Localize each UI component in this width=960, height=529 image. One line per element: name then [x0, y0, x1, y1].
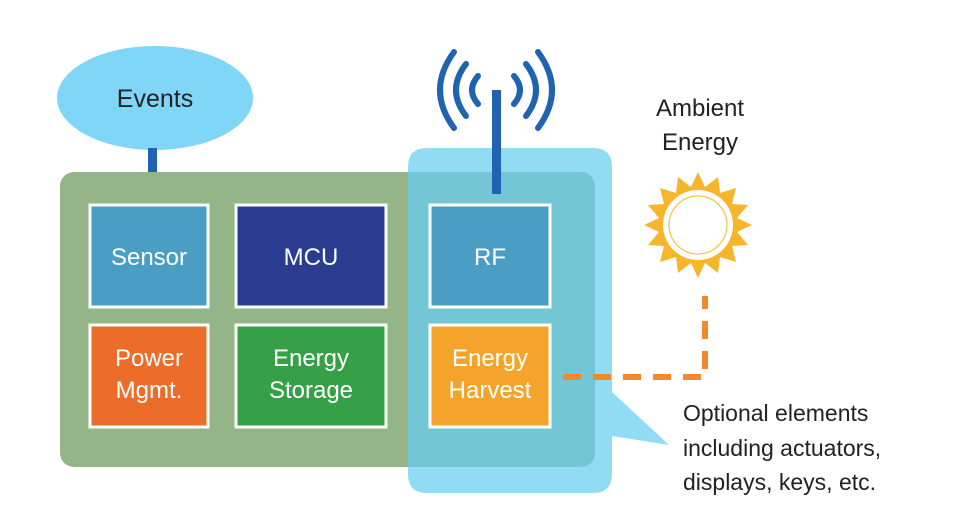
power-label-line1: Power — [115, 345, 183, 372]
events-bubble: Events — [57, 46, 253, 150]
power-label-line2: Mgmt. — [116, 377, 183, 404]
energy-harvest-link — [563, 296, 708, 380]
power-mgmt-block: Power Mgmt. — [88, 323, 210, 429]
sensor-label: Sensor — [111, 244, 187, 271]
harvest-label-line1: Energy — [452, 345, 528, 372]
mcu-label: MCU — [284, 244, 339, 271]
storage-label-line2: Storage — [269, 377, 353, 404]
storage-label-line1: Energy — [273, 345, 349, 372]
rf-label: RF — [474, 244, 506, 271]
ambient-energy-line2: Energy — [662, 129, 738, 156]
energy-harvest-block: Energy Harvest — [428, 323, 552, 429]
sensor-block: Sensor — [88, 203, 210, 309]
ambient-energy-line1: Ambient — [656, 95, 744, 122]
harvest-label-line2: Harvest — [449, 377, 532, 404]
events-label: Events — [117, 85, 193, 113]
energy-storage-block: Energy Storage — [234, 323, 388, 429]
optional-note-line2: including actuators, — [683, 435, 881, 461]
rf-block: RF — [428, 203, 552, 309]
sun-icon — [644, 172, 752, 278]
optional-region — [408, 148, 669, 493]
mcu-block: MCU — [234, 203, 388, 309]
optional-note-line1: Optional elements — [683, 400, 868, 426]
events-connector — [148, 148, 157, 192]
antenna-icon — [437, 49, 555, 194]
optional-note-line3: displays, keys, etc. — [683, 469, 876, 495]
